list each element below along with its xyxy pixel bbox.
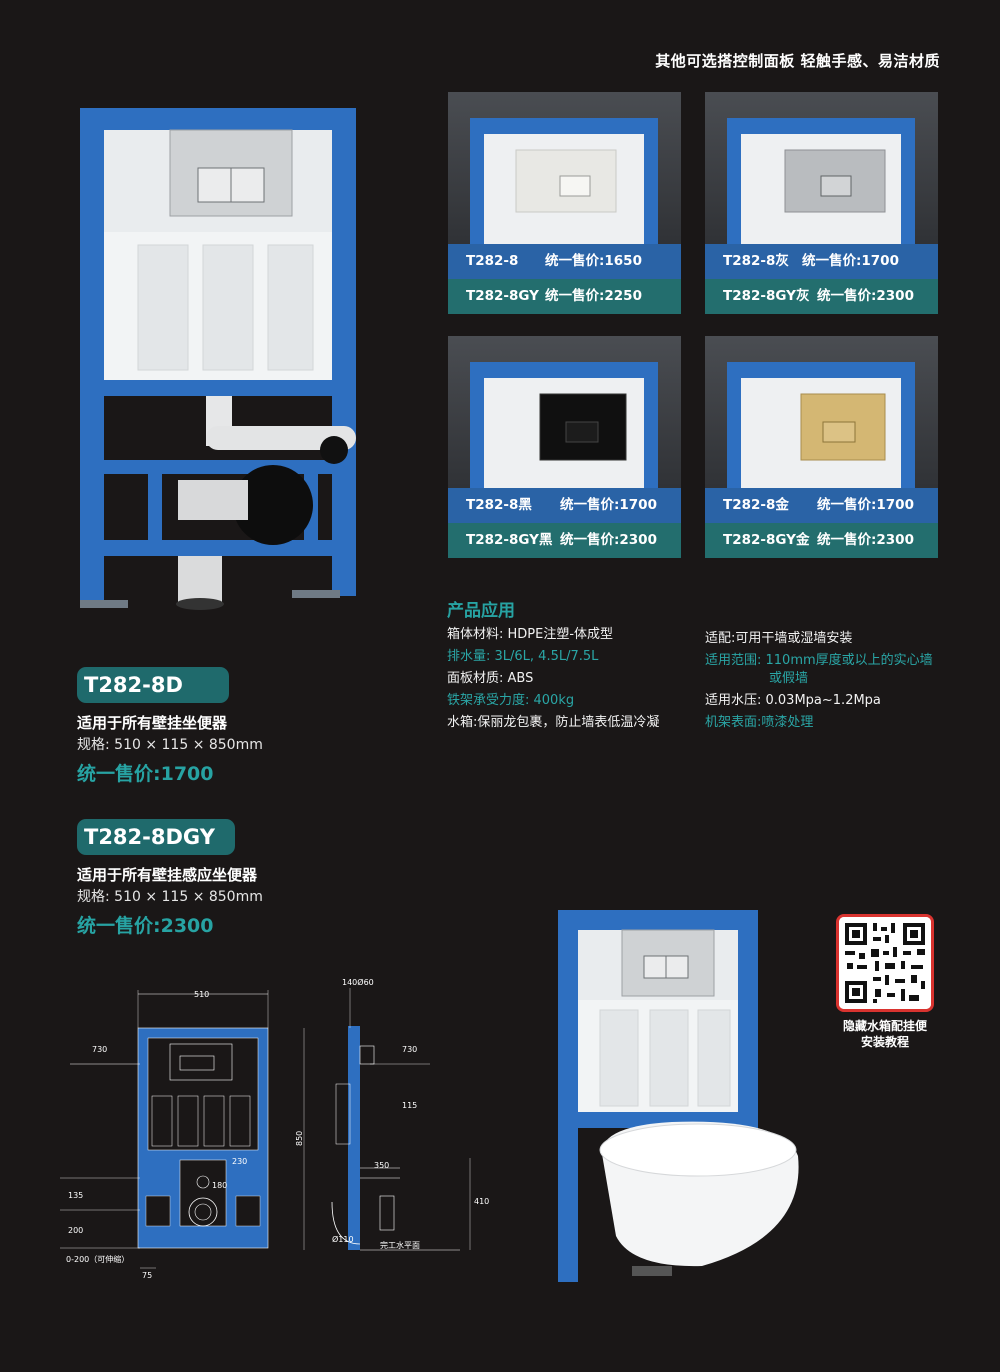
spec-panel-material: 面板材质: ABS [447, 671, 534, 686]
dim-110: Ø110 [332, 1234, 354, 1244]
floor-label: 完工水平面 [380, 1240, 420, 1250]
spec-load: 铁架承受力度: 400kg [447, 693, 575, 708]
frame-illustration [80, 108, 356, 610]
model-badge-8d: T282-8D [77, 667, 229, 703]
product-size-8dgy: 规格: 510 × 115 × 850mm [77, 889, 263, 905]
qr-caption-line2: 安装教程 [860, 1035, 909, 1049]
price-label: 统一售价:2250 [545, 288, 642, 304]
spec-scope: 适用范围: 110mm厚度或以上的实心墙 [705, 653, 933, 668]
price-label: 统一售价:1700 [802, 253, 899, 269]
price-label: 统一售价:2300 [817, 288, 914, 304]
panel-row-standard: T282-8黑 统一售价:1700 [448, 488, 681, 523]
panel-photo-grey [705, 92, 938, 244]
dim-135: 135 [68, 1191, 83, 1200]
dim-115: 115 [402, 1101, 417, 1110]
panel-row-standard: T282-8 统一售价:1650 [448, 244, 681, 279]
dim-140: 140Ø60 [342, 977, 374, 987]
model-label: T282-8GY灰 [723, 288, 810, 304]
price-label: 统一售价:1700 [560, 497, 657, 513]
application-title: 产品应用 [447, 601, 515, 621]
product-size-8d: 规格: 510 × 115 × 850mm [77, 737, 263, 753]
dim-180: 180 [212, 1181, 227, 1190]
spec-pressure: 适用水压: 0.03Mpa~1.2Mpa [705, 693, 881, 708]
panel-row-sensor: T282-8GY黑统一售价:2300 [448, 523, 681, 558]
model-label: T282-8GY金 [723, 532, 810, 548]
spec-material: 箱体材料: HDPE注塑-体成型 [447, 627, 614, 642]
panel-photo-black [448, 336, 681, 488]
model-label: T282-8 [466, 253, 519, 269]
panel-row-standard: T282-8灰统一售价:1700 [705, 244, 938, 279]
dim-730-side: 730 [402, 1045, 417, 1054]
model-badge-8dgy: T282-8DGY [77, 819, 235, 855]
panel-row-sensor: T282-8GY 统一售价:2250 [448, 279, 681, 314]
panel-row-sensor: T282-8GY灰统一售价:2300 [705, 279, 938, 314]
model-label: T282-8GY [466, 288, 539, 304]
panel-row-sensor: T282-8GY金统一售价:2300 [705, 523, 938, 558]
price-label: 统一售价:2300 [817, 532, 914, 548]
spec-flush-volume: 排水量: 3L/6L, 4.5L/7.5L [447, 649, 599, 664]
model-label: T282-8黑 [466, 497, 532, 513]
model-label: T282-8金 [723, 497, 789, 513]
spec-fit: 适配:可用干墙或湿墙安装 [705, 631, 853, 646]
dim-730-front: 730 [92, 1045, 107, 1054]
dim-width: 510 [194, 990, 209, 999]
product-desc-8dgy: 适用于所有壁挂感应坐便器 [77, 866, 258, 884]
dim-75: 75 [142, 1271, 152, 1280]
price-label: 统一售价:1700 [817, 497, 914, 513]
qr-code[interactable] [836, 914, 934, 1012]
qr-caption-line1: 隐藏水箱配挂便 [842, 1019, 927, 1033]
panel-photo-white [448, 92, 681, 244]
dim-200: 200 [68, 1226, 83, 1235]
panel-card-grey: T282-8灰统一售价:1700 T282-8GY灰统一售价:2300 [705, 92, 938, 314]
panel-row-standard: T282-8金 统一售价:1700 [705, 488, 938, 523]
qr-caption: 隐藏水箱配挂便 安装教程 [820, 1018, 950, 1050]
installed-toilet-illustration [558, 910, 799, 1282]
product-price-8d: 统一售价:1700 [77, 763, 214, 785]
header-title: 其他可选搭控制面板 轻触手感、易洁材质 [655, 52, 940, 70]
product-price-8dgy: 统一售价:2300 [77, 915, 214, 937]
spec-surface: 机架表面:喷漆处理 [705, 715, 814, 730]
technical-drawing: 510 730 135 200 0-200（可伸缩） 75 230 180 14… [60, 977, 489, 1280]
product-desc-8d: 适用于所有壁挂坐便器 [77, 714, 228, 732]
dim-350: 350 [374, 1161, 389, 1170]
model-label: T282-8GY黑 [466, 532, 553, 548]
dim-0-200: 0-200（可伸缩） [66, 1254, 129, 1264]
dim-850: 850 [295, 1131, 304, 1146]
spec-tank: 水箱:保丽龙包裹，防止墙表低温冷凝 [447, 715, 660, 730]
panel-card-black: T282-8黑 统一售价:1700 T282-8GY黑统一售价:2300 [448, 336, 681, 558]
price-label: 统一售价:2300 [560, 532, 657, 548]
spec-scope-cont: 或假墙 [769, 671, 809, 686]
panel-card-gold: T282-8金 统一售价:1700 T282-8GY金统一售价:2300 [705, 336, 938, 558]
dim-410: 410 [474, 1197, 489, 1206]
model-label: T282-8灰 [723, 253, 789, 269]
price-label: 统一售价:1650 [545, 253, 642, 269]
dim-230: 230 [232, 1157, 247, 1166]
panel-card-standard: T282-8 统一售价:1650 T282-8GY 统一售价:2250 [448, 92, 681, 314]
panel-photo-gold [705, 336, 938, 488]
